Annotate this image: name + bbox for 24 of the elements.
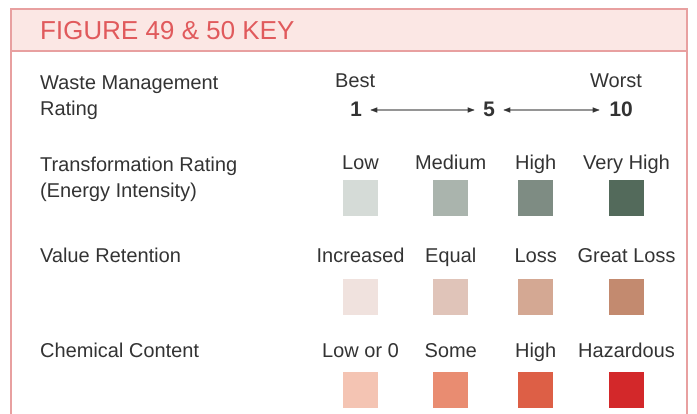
row-heading: Value Retention bbox=[40, 244, 182, 269]
legend-label: Hazardous bbox=[578, 339, 675, 364]
legend-label: Increased bbox=[316, 244, 404, 269]
key-title: FIGURE 49 & 50 KEY bbox=[40, 14, 294, 46]
legend-label: Very High bbox=[583, 151, 670, 176]
row-heading: Chemical Content bbox=[40, 339, 200, 364]
legend-label: Equal bbox=[425, 244, 476, 269]
scale-end-label: Best bbox=[335, 69, 376, 94]
double-arrow bbox=[503, 107, 600, 113]
row-heading: Waste Management Rating bbox=[40, 71, 220, 122]
legend-label: Loss bbox=[514, 244, 557, 269]
row-heading: Transformation Rating (Energy Intensity) bbox=[40, 153, 238, 204]
legend-label: Great Loss bbox=[578, 244, 676, 269]
scale-end-label: Worst bbox=[590, 69, 642, 94]
legend-label: Medium bbox=[415, 151, 486, 176]
legend-label: Low bbox=[342, 151, 379, 176]
legend-label: Some bbox=[424, 339, 477, 364]
scale-number: 10 bbox=[603, 98, 639, 122]
scale-number: 1 bbox=[345, 98, 367, 122]
legend-label: High bbox=[515, 339, 556, 364]
double-arrow bbox=[370, 107, 475, 113]
legend-label: Low or 0 bbox=[322, 339, 399, 364]
scale-number: 5 bbox=[478, 98, 500, 122]
legend-label: High bbox=[515, 151, 556, 176]
